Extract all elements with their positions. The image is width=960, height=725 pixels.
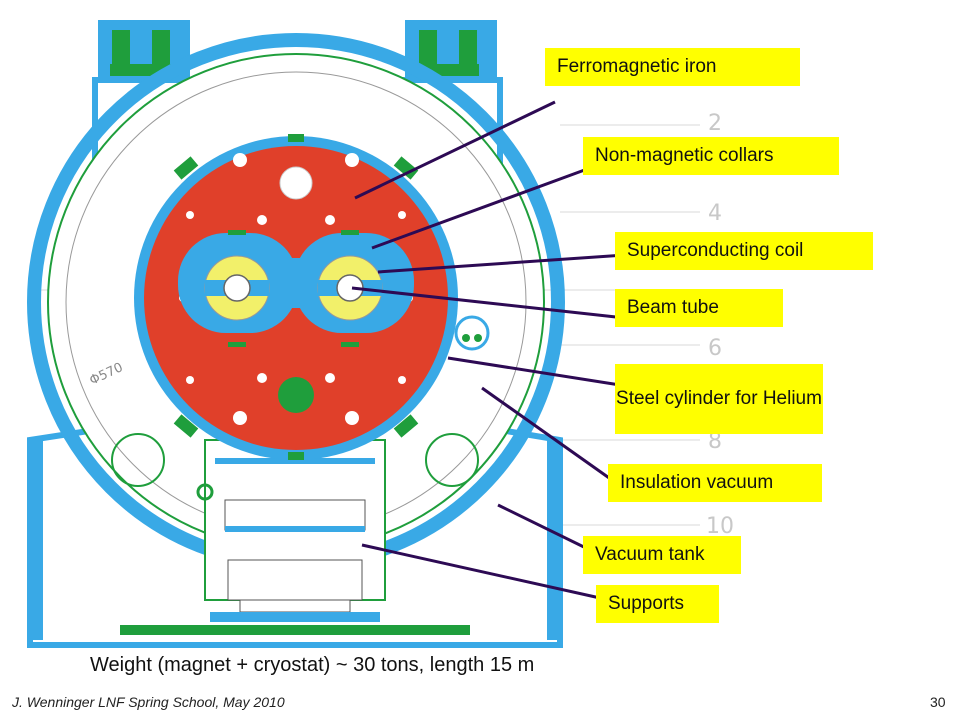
busbar-channel	[278, 377, 314, 413]
leader-arrows	[351, 100, 626, 600]
yoke-holes	[179, 153, 413, 425]
label-beam-tube: Beam tube	[615, 289, 783, 327]
arrow-vacuum-tank	[497, 503, 591, 552]
tank-foot-left	[33, 440, 43, 640]
support-ring-right	[425, 433, 479, 487]
support-ring-left	[111, 433, 165, 487]
label-non-magnetic-collars: Non-magnetic collars	[583, 137, 839, 175]
grid-number-2: 2	[708, 111, 722, 136]
arrow-non-magnetic-collars	[371, 166, 591, 250]
heat-exchanger-hole	[279, 166, 313, 200]
label-superconducting-coil: Superconducting coil	[615, 232, 873, 270]
arrow-steel-cylinder	[447, 356, 621, 387]
footer-credit: J. Wenninger LNF Spring School, May 2010	[12, 694, 285, 710]
page-number: 30	[930, 694, 946, 710]
support-posts	[120, 439, 470, 635]
arrow-ferromagnetic-iron	[354, 100, 556, 200]
tank-foot-right	[547, 440, 557, 640]
label-steel-cylinder: Steel cylinder for Helium	[615, 364, 823, 434]
arrow-insulation-vacuum	[481, 386, 613, 482]
label-vacuum-tank: Vacuum tank	[583, 536, 741, 574]
helium-pipe	[454, 315, 490, 351]
collar-keys	[228, 230, 359, 347]
label-ferromagnetic-iron: Ferromagnetic iron	[545, 48, 800, 86]
caption: Weight (magnet + cryostat) ~ 30 tons, le…	[90, 654, 535, 676]
coil-left	[204, 255, 270, 321]
grid-number-8: 8	[708, 429, 722, 454]
arrow-supports	[361, 543, 601, 600]
grid-number-6: 6	[708, 336, 722, 361]
coil-right	[317, 255, 383, 321]
arrow-superconducting-coil	[377, 253, 626, 274]
label-supports: Supports	[596, 585, 719, 623]
yoke-keys	[173, 134, 419, 460]
label-insulation-vacuum: Insulation vacuum	[608, 464, 822, 502]
grid-number-4: 4	[708, 201, 722, 226]
grid-number-10: 10	[706, 514, 734, 539]
arrow-beam-tube	[351, 286, 626, 320]
